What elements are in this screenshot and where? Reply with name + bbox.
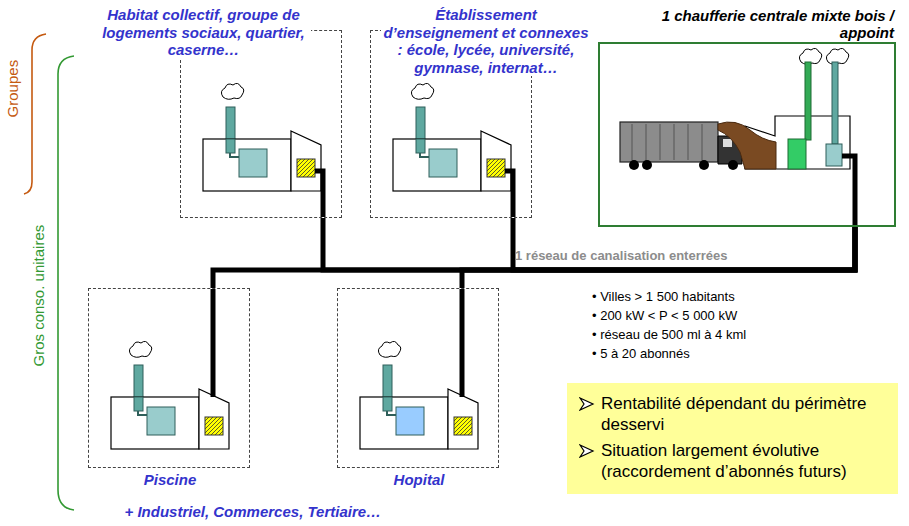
criteria-item: • 5 à 20 abonnés — [592, 347, 690, 362]
central-boiler-box: 1 chaufferie centrale mixte bois / appoi… — [598, 42, 896, 227]
building-icon — [89, 289, 249, 467]
bullet-item: Situation largement évolutive (raccordem… — [575, 440, 888, 483]
group-bracket — [24, 34, 46, 194]
group-label: Hopital — [338, 471, 500, 489]
criteria-item: • Villes > 1 500 habitants — [592, 290, 735, 305]
hospital-box: Hopital — [337, 288, 499, 468]
note-box: Rentabilité dépendant du périmètre desse… — [567, 383, 898, 494]
school-group-box: Établissement d’enseignement et connexes… — [370, 30, 532, 218]
network-label: 1 réseau de canalisation enterrées — [515, 249, 727, 264]
group-heading: Groupes — [4, 59, 21, 117]
pool-box: Piscine — [88, 288, 250, 468]
bullet-item: Rentabilité dépendant du périmètre desse… — [575, 393, 888, 436]
building-icon — [338, 289, 498, 467]
consumer-bracket — [58, 56, 74, 510]
note-text: Rentabilité dépendant du périmètre desse… — [601, 393, 888, 436]
criteria-item: • réseau de 500 ml à 4 kml — [592, 328, 746, 343]
buried-pipe — [462, 227, 855, 288]
other-consumers: + Industriel, Commerces, Tertiaire… — [125, 503, 382, 520]
group-label: Piscine — [89, 471, 251, 489]
note-text: Situation largement évolutive (raccordem… — [601, 440, 888, 483]
arrow-bullet — [579, 444, 595, 458]
arrow-bullet — [579, 397, 595, 411]
buried-pipe — [213, 227, 855, 288]
group-label: Habitat collectif, groupe de logements s… — [96, 6, 311, 59]
building-icon — [181, 31, 341, 217]
group-label: Établissement d’enseignement et connexes… — [381, 6, 591, 76]
wood-boiler-illustration — [600, 44, 894, 225]
plant-title: 1 chaufferie centrale mixte bois / appoi… — [614, 7, 894, 42]
consumer-heading: Gros conso. unitaires — [30, 224, 47, 366]
housing-group-box: Habitat collectif, groupe de logements s… — [180, 30, 342, 218]
criteria-item: • 200 kW < P < 5 000 kW — [592, 309, 737, 324]
